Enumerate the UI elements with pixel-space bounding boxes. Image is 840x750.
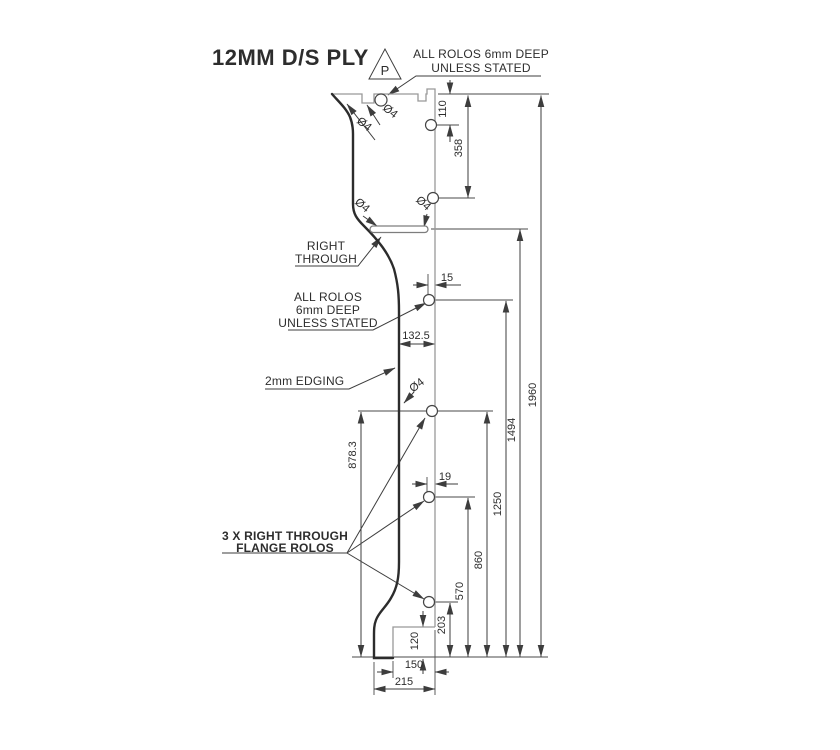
mid-note-line3: UNLESS STATED	[278, 316, 378, 330]
profile-top-edge	[332, 88, 436, 627]
dim-570: 570	[454, 582, 466, 600]
edging-leader	[265, 367, 396, 390]
rolo-hole-top	[374, 93, 388, 107]
part-profile	[330, 88, 440, 660]
dim-150: 150	[405, 659, 423, 671]
dim-1494: 1494	[506, 418, 518, 442]
dia-callout-2: Ø4	[354, 115, 374, 134]
dia-leader-4	[423, 213, 430, 228]
top-note-line2: UNLESS STATED	[431, 61, 531, 75]
flange-hole-203	[422, 595, 436, 609]
flange-note-line1: 3 X RIGHT THROUGH	[222, 529, 348, 543]
top-note-leader	[387, 75, 541, 96]
dim-120: 120	[409, 632, 421, 650]
dim-203: 203	[436, 616, 448, 634]
dia-leader-1	[366, 104, 381, 126]
rolo-hole-1250	[422, 293, 436, 307]
profile-left-edge	[330, 92, 401, 660]
top-note-line1: ALL ROLOS 6mm DEEP	[413, 47, 549, 61]
dia-leader-5	[403, 391, 415, 404]
right-through-leader	[295, 236, 382, 267]
leader-lines	[222, 75, 541, 600]
mid-note-line2: 6mm DEEP	[296, 303, 360, 317]
dim-358: 358	[453, 139, 465, 157]
dim-878: 878.3	[347, 441, 359, 469]
flange-hole-860	[425, 404, 439, 418]
rolo-hole-110	[424, 118, 438, 132]
mid-note-line1: ALL ROLOS	[294, 290, 362, 304]
horizontal-dimension-lines	[373, 281, 461, 693]
edging-note: 2mm EDGING	[265, 374, 344, 388]
flange-note-line2: FLANGE ROLOS	[236, 541, 334, 555]
flange-leader-1	[346, 417, 426, 554]
dia-leader-2	[346, 103, 376, 141]
stamp-triangle	[368, 47, 402, 80]
dim-19: 19	[439, 471, 451, 483]
dim-215: 215	[395, 676, 413, 688]
dim-110: 110	[437, 100, 449, 118]
flange-leader-3	[346, 552, 425, 600]
dim-860: 860	[473, 551, 485, 569]
flange-leader-2	[346, 500, 425, 554]
dim-1960: 1960	[527, 383, 539, 407]
vertical-dimension-lines	[357, 80, 545, 674]
dia-leader-3	[362, 215, 378, 227]
dim-15: 15	[441, 272, 453, 284]
mid-note-leader	[288, 302, 427, 331]
dim-132-5: 132.5	[402, 330, 430, 342]
flange-hole-570	[422, 490, 436, 504]
dim-1250: 1250	[492, 492, 504, 516]
profile-bottom-step	[392, 626, 435, 658]
through-slot	[369, 225, 429, 234]
right-through-line2: THROUGH	[295, 252, 357, 266]
page-title: 12MM D/S PLY	[212, 45, 369, 70]
stamp-label: P	[381, 63, 390, 78]
dia-callout-5: Ø4	[407, 376, 427, 395]
right-through-line1: RIGHT	[307, 239, 346, 253]
rolo-hole-358	[426, 191, 440, 205]
